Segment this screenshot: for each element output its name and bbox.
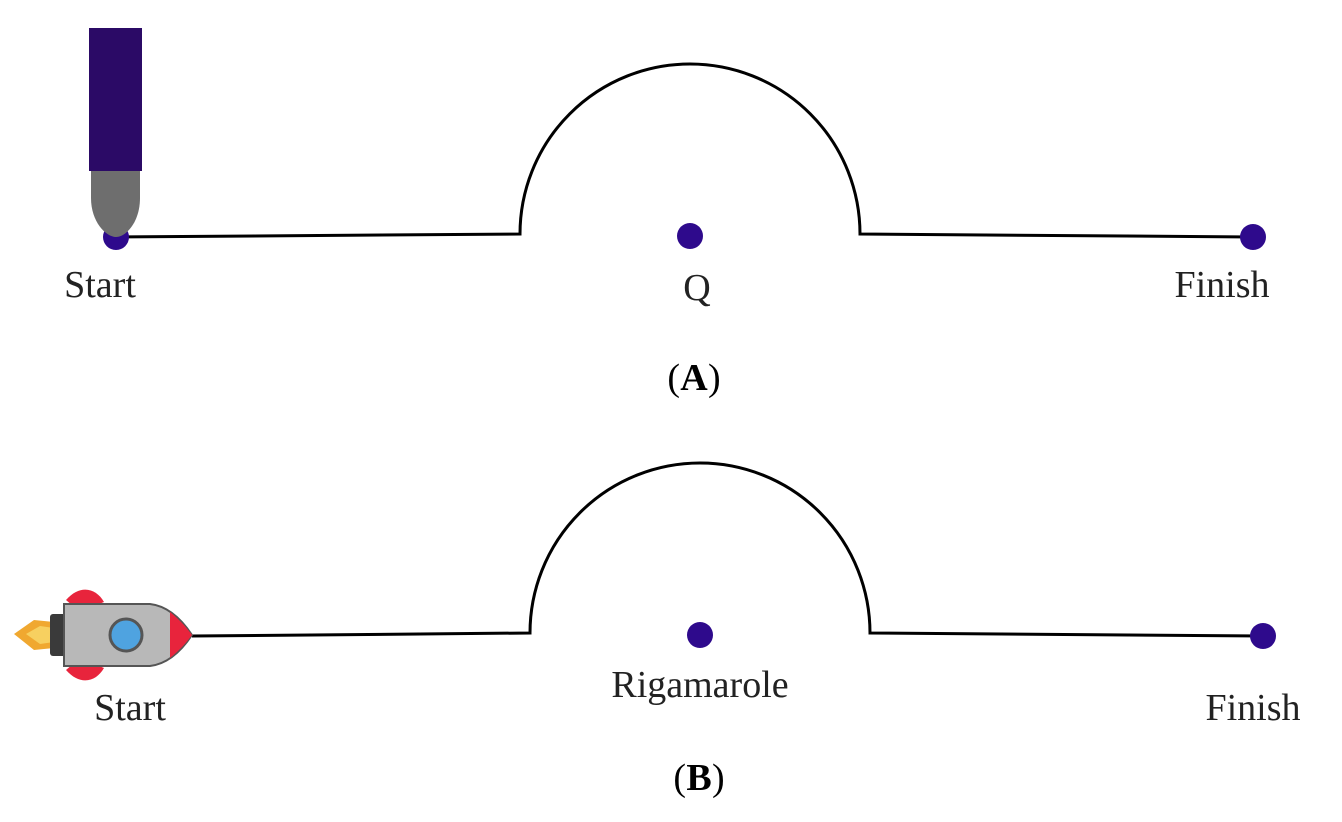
panel-a-letter: A	[680, 357, 708, 399]
start-label-a: Start	[64, 264, 136, 306]
q-label: Q	[683, 267, 710, 309]
path-b	[191, 461, 1264, 638]
panel-b: Start Rigamarole Finish ( B )	[14, 461, 1301, 799]
path-a	[115, 62, 1254, 239]
panel-a: Start Q Finish ( A )	[64, 28, 1270, 399]
panel-b-letter: B	[686, 757, 711, 799]
finish-label-a: Finish	[1174, 264, 1269, 306]
panel-b-caption: ( B )	[673, 757, 724, 799]
pen-icon	[89, 28, 142, 237]
panel-a-caption: ( A )	[667, 357, 720, 399]
panel-b-open-paren: (	[673, 757, 686, 799]
panel-a-close-paren: )	[708, 357, 721, 399]
rigamarole-label: Rigamarole	[611, 664, 788, 706]
start-label-b: Start	[94, 687, 166, 729]
finish-point-a	[1240, 224, 1266, 250]
panel-a-open-paren: (	[667, 357, 680, 399]
finish-point-b	[1250, 623, 1276, 649]
panel-b-close-paren: )	[712, 757, 725, 799]
rigamarole-point	[687, 622, 713, 648]
finish-label-b: Finish	[1205, 687, 1300, 729]
q-point	[677, 223, 703, 249]
rocket-icon	[14, 589, 194, 681]
